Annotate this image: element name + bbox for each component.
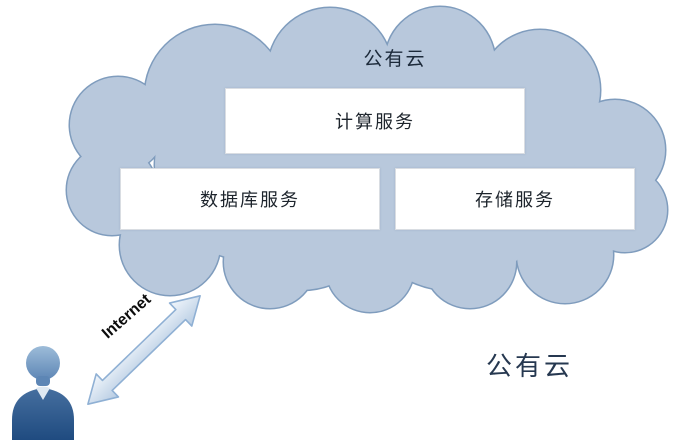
service-box-label: 计算服务: [335, 112, 415, 132]
service-box-label: 存储服务: [475, 190, 555, 210]
service-box-database: 数据库服务: [120, 168, 380, 230]
service-box-label: 数据库服务: [200, 190, 300, 210]
cloud-title: 公有云: [363, 49, 427, 70]
service-box-compute: 计算服务: [225, 88, 525, 154]
service-box-storage: 存储服务: [395, 168, 635, 230]
internet-arrow-icon: [87, 295, 201, 405]
public-cloud-caption: 公有云: [486, 352, 574, 381]
user-icon: [12, 346, 74, 440]
